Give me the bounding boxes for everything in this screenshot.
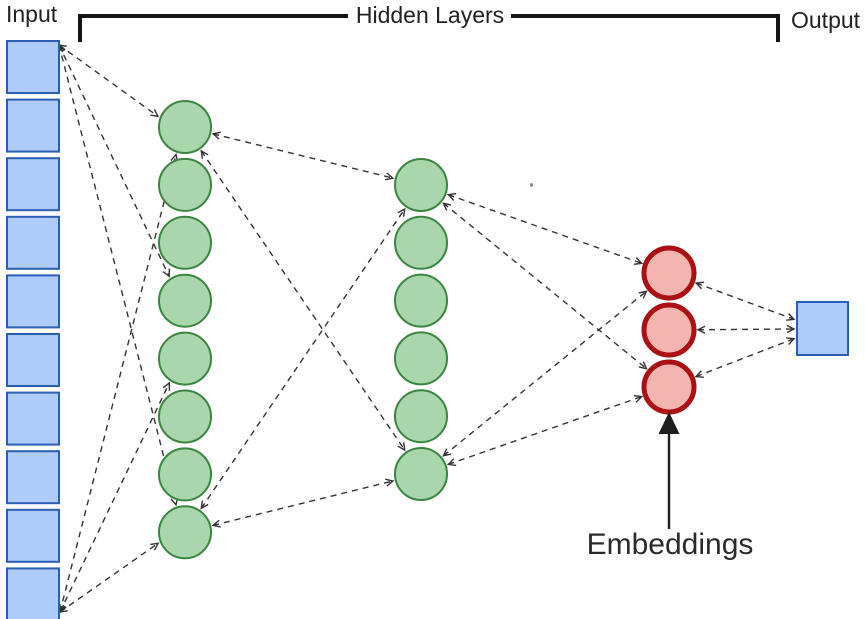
edge-input.0-to-h1.7: [56, 43, 179, 507]
input-layer-node-3: [6, 215, 60, 270]
hidden-layer-1-node-4: [158, 331, 212, 386]
hidden-layers-bracket-right: [511, 14, 780, 42]
edge-input.9-to-h1.4: [59, 381, 171, 614]
hidden-layer-1-node-6: [158, 447, 212, 502]
hidden-layer-2-node-2: [394, 273, 448, 328]
edge-input.0-to-h1.0: [57, 44, 160, 118]
hidden-layers-label: Hidden Layers: [355, 2, 505, 28]
connection-edges: [56, 43, 796, 614]
embedding-layer-node-2: [641, 359, 697, 415]
hidden-layer-1-node-0: [158, 100, 212, 154]
edge-h1.0-to-h2.0: [211, 131, 395, 181]
input-layer-node-5: [6, 333, 60, 387]
input-layer-node-2: [6, 157, 60, 212]
edge-emb.2-to-out.0: [694, 337, 796, 378]
output-layer-node-0: [796, 301, 849, 356]
hidden-layer-1-node-3: [158, 273, 212, 328]
edge-emb.1-to-out.0: [696, 324, 796, 334]
embeddings-label: Embeddings: [586, 528, 754, 561]
input-layer-node-4: [6, 274, 60, 329]
edge-input.0-to-h1.3: [58, 43, 171, 278]
hidden-layer-2-node-4: [394, 389, 448, 444]
input-layer-node-1: [6, 98, 60, 153]
edge-h2.5-to-emb.2: [446, 394, 644, 467]
embeddings-pointer-arrow: [658, 412, 680, 529]
edge-h1.0-to-h2.5: [200, 149, 406, 452]
edge-h1.7-to-h2.5: [211, 478, 395, 528]
stray-mark: [530, 183, 533, 187]
hidden-layer-2-node-0: [394, 158, 448, 212]
input-layer-node-6: [6, 391, 60, 446]
edge-h1.7-to-h2.0: [200, 207, 406, 510]
input-layer-node-9: [6, 567, 60, 619]
hidden-layer-2-node-3: [394, 331, 448, 386]
hidden-layer-1-node-2: [158, 215, 212, 270]
input-layer-node-0: [6, 40, 60, 94]
embedding-layer-node-0: [641, 245, 697, 301]
hidden-layer-1-node-1: [158, 157, 212, 212]
edge-input.9-to-h1.0: [57, 153, 179, 614]
embedding-layer-node-1: [641, 302, 697, 358]
hidden-layer-2-node-5: [394, 447, 448, 501]
output-label: Output: [791, 7, 861, 33]
hidden-layers-bracket-left: [78, 14, 348, 42]
input-layer-node-8: [6, 508, 60, 563]
edge-emb.0-to-out.0: [694, 281, 796, 321]
edge-h2.0-to-emb.0: [446, 193, 644, 265]
hidden-layer-1-node-5: [158, 389, 212, 444]
input-label: Input: [6, 1, 58, 27]
edge-h2.0-to-emb.2: [442, 202, 648, 370]
hidden-layer-2-node-1: [394, 215, 448, 270]
input-layer-node-7: [6, 450, 60, 505]
hidden-layer-1-node-7: [158, 505, 212, 560]
edge-input.9-to-h1.7: [58, 542, 160, 613]
